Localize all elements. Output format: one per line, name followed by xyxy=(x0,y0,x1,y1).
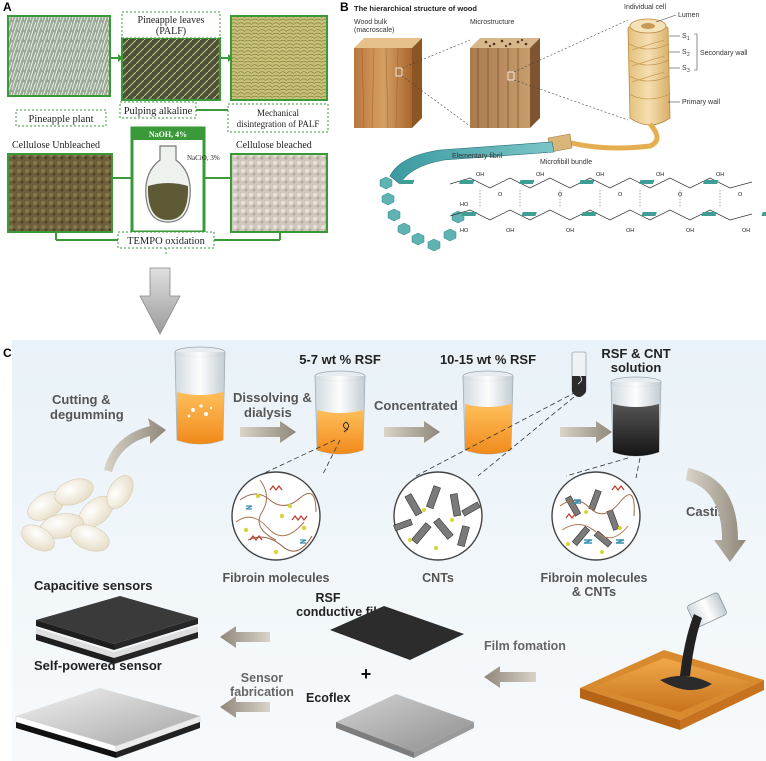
mechanical-label-2: disintegration of PALF xyxy=(237,119,320,129)
wood-bulk-side xyxy=(412,38,422,128)
pineapple-leaves-photo xyxy=(122,38,220,100)
s1-sub: 1 xyxy=(687,36,690,42)
o-label: O xyxy=(618,192,623,198)
cell-tail xyxy=(560,124,657,148)
beaker-1 xyxy=(175,347,225,444)
test-tube-icon xyxy=(572,352,586,397)
pineapple-leaves-label-1: Pineapple leaves xyxy=(138,15,205,26)
panel-c-letter: C xyxy=(3,346,12,360)
beaker-4-solution xyxy=(613,404,659,456)
naclo-label: NaCiO, 3% xyxy=(187,154,220,162)
fibroin-label: Fibroin molecules xyxy=(223,571,330,585)
panel-b-letter: B xyxy=(340,0,349,14)
primary-wall-label: Primary wall xyxy=(682,99,721,106)
panel-b-title: The hierarchical structure of wood xyxy=(354,4,477,13)
mechanical-label-1: Mechanical xyxy=(257,108,299,118)
bleached-cellulose-photo xyxy=(231,154,327,232)
sensor-fab-label-1: Sensor xyxy=(241,671,284,685)
self-powered-label: Self-powered sensor xyxy=(34,658,162,673)
individual-cell-label: Individual cell xyxy=(624,4,666,11)
plus-sign: + xyxy=(361,664,372,684)
micro-top xyxy=(470,38,540,48)
oh-label: OH xyxy=(536,172,544,178)
micro-side xyxy=(530,38,540,128)
rsf-cnt-label-2: solution xyxy=(611,360,662,375)
palf-fiber-photo xyxy=(231,16,327,100)
elementary-fibril-icon xyxy=(390,142,554,184)
fibroin-molecules-circle xyxy=(232,472,320,560)
wood-bulk-top xyxy=(354,38,422,48)
oh-label: OH xyxy=(596,172,604,178)
cutting-label-2: degumming xyxy=(50,407,124,422)
ho-label: HO xyxy=(460,228,469,234)
rsf-cnt-label-1: RSF & CNT xyxy=(601,346,670,361)
pineapple-leaves-label-2: (PALF) xyxy=(156,26,186,37)
elementary-fibril-label: Elementary fibril xyxy=(452,153,503,160)
rsf-film-label-1: RSF xyxy=(316,591,341,605)
s2-sub: 2 xyxy=(687,52,690,58)
beaker-3 xyxy=(463,371,513,454)
oh-label: OH xyxy=(742,228,750,234)
oh-label: OH xyxy=(626,228,634,234)
conc-low-label: 5-7 wt % RSF xyxy=(299,352,381,367)
oh-label: OH xyxy=(716,172,724,178)
hydrogen-bonds xyxy=(480,190,720,208)
dissolving-label-2: dialysis xyxy=(244,405,292,420)
pineapple-plant-photo xyxy=(8,16,110,96)
pulping-label: Pulping alkaline xyxy=(124,106,193,117)
fibroin-cnts-circle xyxy=(552,472,640,560)
unbleached-label: Cellulose Unbleached xyxy=(12,140,100,151)
microfibril-bundle-label: Microfibill bundle xyxy=(540,159,592,166)
micro-cube xyxy=(470,48,530,128)
wood-bulk-label-2: (macroscale) xyxy=(354,27,394,34)
o-label: O xyxy=(558,192,563,198)
microstructure-label: Microstructure xyxy=(470,19,514,26)
cnts-circle xyxy=(394,472,482,560)
sensor-fab-label-2: fabrication xyxy=(230,685,294,699)
oh-label: OH xyxy=(476,172,484,178)
bleached-label: Cellulose bleached xyxy=(236,140,312,151)
ho-label: HO xyxy=(460,202,469,208)
beaker-1-solution xyxy=(177,392,223,444)
beaker-3-solution xyxy=(465,404,511,454)
unbleached-cellulose-photo xyxy=(8,154,112,232)
film-formation-label: Film fomation xyxy=(484,639,566,653)
o-label: O xyxy=(738,192,743,198)
panel-c: C Cutting & degumming Dissolving & dialy… xyxy=(3,340,766,761)
cutting-label-1: Cutting & xyxy=(52,392,110,407)
ecoflex-label: Ecoflex xyxy=(306,691,351,705)
glucose-chain-icon xyxy=(380,177,464,251)
wood-bulk-label-1: Wood bulk xyxy=(354,19,387,26)
fibroin-cnts-label-2: & CNTs xyxy=(572,585,616,599)
lumen-icon xyxy=(641,23,655,29)
oh-label: OH xyxy=(506,228,514,234)
capacitive-label: Capacitive sensors xyxy=(34,578,153,593)
cnts-label: CNTs xyxy=(422,571,454,585)
o-label: O xyxy=(498,192,503,198)
panel-a-letter: A xyxy=(3,0,12,14)
individual-cell-icon xyxy=(628,21,670,125)
fibroin-cnts-label-1: Fibroin molecules xyxy=(541,571,648,585)
panel-b: B The hierarchical structure of wood Woo… xyxy=(340,0,766,251)
o-label: O xyxy=(678,192,683,198)
down-arrow-icon xyxy=(140,268,180,334)
dissolving-label-1: Dissolving & xyxy=(233,390,312,405)
oh-label: OH xyxy=(686,228,694,234)
concentrated-label: Concentrated xyxy=(374,398,458,413)
beaker-2-solution xyxy=(317,410,363,454)
panel-a: A Pineapple plant Pineapple leaves xyxy=(3,0,328,334)
secondary-wall-label: Secondary wall xyxy=(700,50,748,57)
tempo-label: TEMPO oxidation xyxy=(127,236,206,247)
lumen-label: Lumen xyxy=(678,12,700,19)
beaker-2 xyxy=(315,371,365,454)
conc-high-label: 10-15 wt % RSF xyxy=(440,352,536,367)
s3-sub: 3 xyxy=(687,68,690,74)
beaker-4 xyxy=(611,377,661,456)
pineapple-plant-label: Pineapple plant xyxy=(28,114,93,125)
naoh-label: NaOH, 4% xyxy=(149,130,187,139)
oh-label: OH xyxy=(566,228,574,234)
oh-label: OH xyxy=(656,172,664,178)
